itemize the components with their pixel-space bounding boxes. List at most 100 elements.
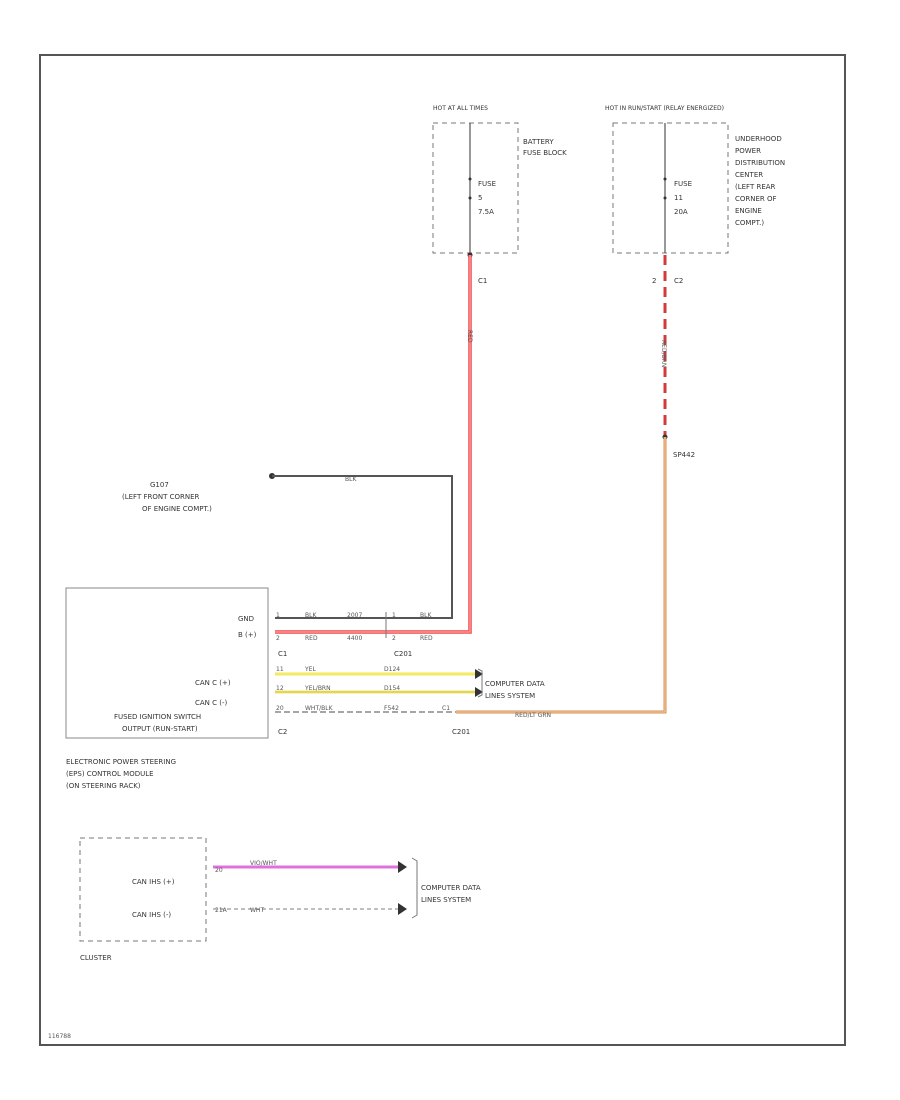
eps-gnd-pin2: 1 [392,612,396,619]
eps-bplus-pin2: 2 [392,635,396,642]
eps-can-minus-pin: 12 [276,685,284,692]
fuse-11-label: FUSE [674,180,692,188]
eps-module-box [65,587,269,739]
eps-bplus-color: RED [305,635,318,642]
diagram-frame [39,54,846,1046]
eps-fused-ign-label1: FUSED IGNITION SWITCH [114,713,201,721]
eps-cdl-line2: LINES SYSTEM [485,692,535,700]
pdc-line3: DISTRIBUTION [735,159,785,167]
cluster-plus-arrow [398,861,407,873]
cluster-can-minus-label: CAN IHS (-) [132,911,171,919]
fuse-11-pin: 2 [652,277,656,285]
eps-fused-ign-label2: OUTPUT (RUN-START) [122,725,198,733]
cluster-name: CLUSTER [80,954,112,962]
wire-orange-core [456,437,666,713]
cluster-minus-pin: 21A [215,907,228,914]
cluster-box [79,837,207,942]
battery-fuse-box [432,122,519,254]
eps-cdl-line1: COMPUTER DATA [485,680,545,688]
eps-gnd-pin: 1 [276,612,280,619]
eps-name-line3: (ON STEERING RACK) [66,782,141,790]
wire-orange-label: RED/LT GRN [515,712,551,719]
wire-red-core [275,255,471,633]
wire-red-brn-circuit: RED/BRN SP442 [456,255,695,714]
g107-desc2: OF ENGINE COMPT.) [142,505,212,513]
cluster-cdl-line2: LINES SYSTEM [421,896,471,904]
eps-connector-c2: C2 [278,728,287,736]
eps-bplus-label: B (+) [238,631,257,639]
eps-can-plus-pin: 11 [276,666,284,673]
ground-g107: BLK G107 (LEFT FRONT CORNER OF ENGINE CO… [122,473,453,619]
wire-orange-path [456,437,667,714]
connector-c2-top: C2 [674,277,683,285]
figure-id: 116788 [48,1033,71,1040]
wire-red-path [275,255,472,634]
wire-red-label: RED [466,330,473,343]
eps-connector-c201: C201 [394,650,412,658]
eps-gnd-color: BLK [305,612,317,619]
pdc-line7: ENGINE [735,207,762,215]
fuse-11-dot-top [663,177,667,181]
cluster-cdl-line1: COMPUTER DATA [421,884,481,892]
wire-red-circuit: RED [275,252,473,634]
battery-fuse-block-line1: BATTERY [523,138,554,146]
hot-in-run-start-label: HOT IN RUN/START (RELAY ENERGIZED) [605,105,724,112]
pdc-line5: (LEFT REAR [735,183,776,191]
eps-fused-pin: 20 [276,705,284,712]
eps-gnd-color2: BLK [420,612,432,619]
eps-cdl-bracket [477,668,483,698]
underhood-pdc: HOT IN RUN/START (RELAY ENERGIZED) FUSE … [605,105,785,285]
eps-can-minus-color: YEL/BRN [304,685,331,692]
eps-gnd-mid: 2007 [347,612,362,619]
g107-id: G107 [150,481,169,489]
cluster-can-plus-label: CAN IHS (+) [132,878,175,886]
fuse-5-rating: 7.5A [478,208,494,216]
can-plus-arrow [475,669,483,679]
pdc-line4: CENTER [735,171,763,179]
wire-red-brn-label: RED/BRN [660,340,667,367]
can-minus-arrow [475,687,483,697]
pdc-line8: COMPT.) [735,219,764,227]
battery-fuse-block-line2: FUSE BLOCK [523,149,567,157]
eps-bplus-mid: 4400 [347,635,362,642]
g107-desc1: (LEFT FRONT CORNER [122,493,200,501]
eps-connector-c1: C1 [278,650,287,658]
cluster-module: CAN IHS (+) CAN IHS (-) 20 VIO/WHT 21A W… [79,837,481,962]
eps-connector-c201b: C201 [452,728,470,736]
cluster-cdl-bracket [411,857,418,919]
sp442-label: SP442 [673,451,695,459]
eps-can-plus-circuit: D124 [384,666,400,673]
fuse-11-number: 11 [674,194,683,202]
cluster-plus-color: VIO/WHT [250,860,277,867]
eps-name-line1: ELECTRONIC POWER STEERING [66,758,176,766]
eps-fused-color: WHT/BLK [305,705,334,712]
eps-can-minus-label: CAN C (-) [195,699,228,707]
cluster-minus-arrow [398,903,407,915]
eps-bplus-pin: 2 [276,635,280,642]
fuse-11-rating: 20A [674,208,688,216]
eps-name-line2: (EPS) CONTROL MODULE [66,770,154,778]
pdc-fuse-box [612,122,729,254]
hot-at-all-times-label: HOT AT ALL TIMES [433,105,488,112]
eps-control-module: GND 1 BLK 2007 1 BLK B (+) 2 RED 4400 2 … [65,587,551,790]
fuse-5-label: FUSE [478,180,496,188]
pdc-line1: UNDERHOOD [735,135,782,143]
eps-can-plus-color: YEL [304,666,316,673]
wire-blk-label: BLK [345,476,357,483]
eps-fused-pin2: C1 [442,705,450,712]
fuse-5-dot-bot [468,196,472,200]
fuse-5-dot-top [468,177,472,181]
fuse-5-number: 5 [478,194,482,202]
eps-gnd-label: GND [238,615,254,623]
battery-fuse-block: HOT AT ALL TIMES FUSE 5 7.5A BATTERY FUS… [432,105,567,285]
cluster-minus-color: WHT [250,907,264,914]
pdc-line6: CORNER OF [735,195,777,203]
eps-bplus-color2: RED [420,635,433,642]
eps-can-minus-circuit: D154 [384,685,400,692]
cluster-plus-pin: 20 [215,867,223,874]
eps-fused-circuit: F542 [384,705,399,712]
eps-can-plus-label: CAN C (+) [195,679,231,687]
wire-blk-path [272,475,453,619]
connector-c1-top: C1 [478,277,487,285]
